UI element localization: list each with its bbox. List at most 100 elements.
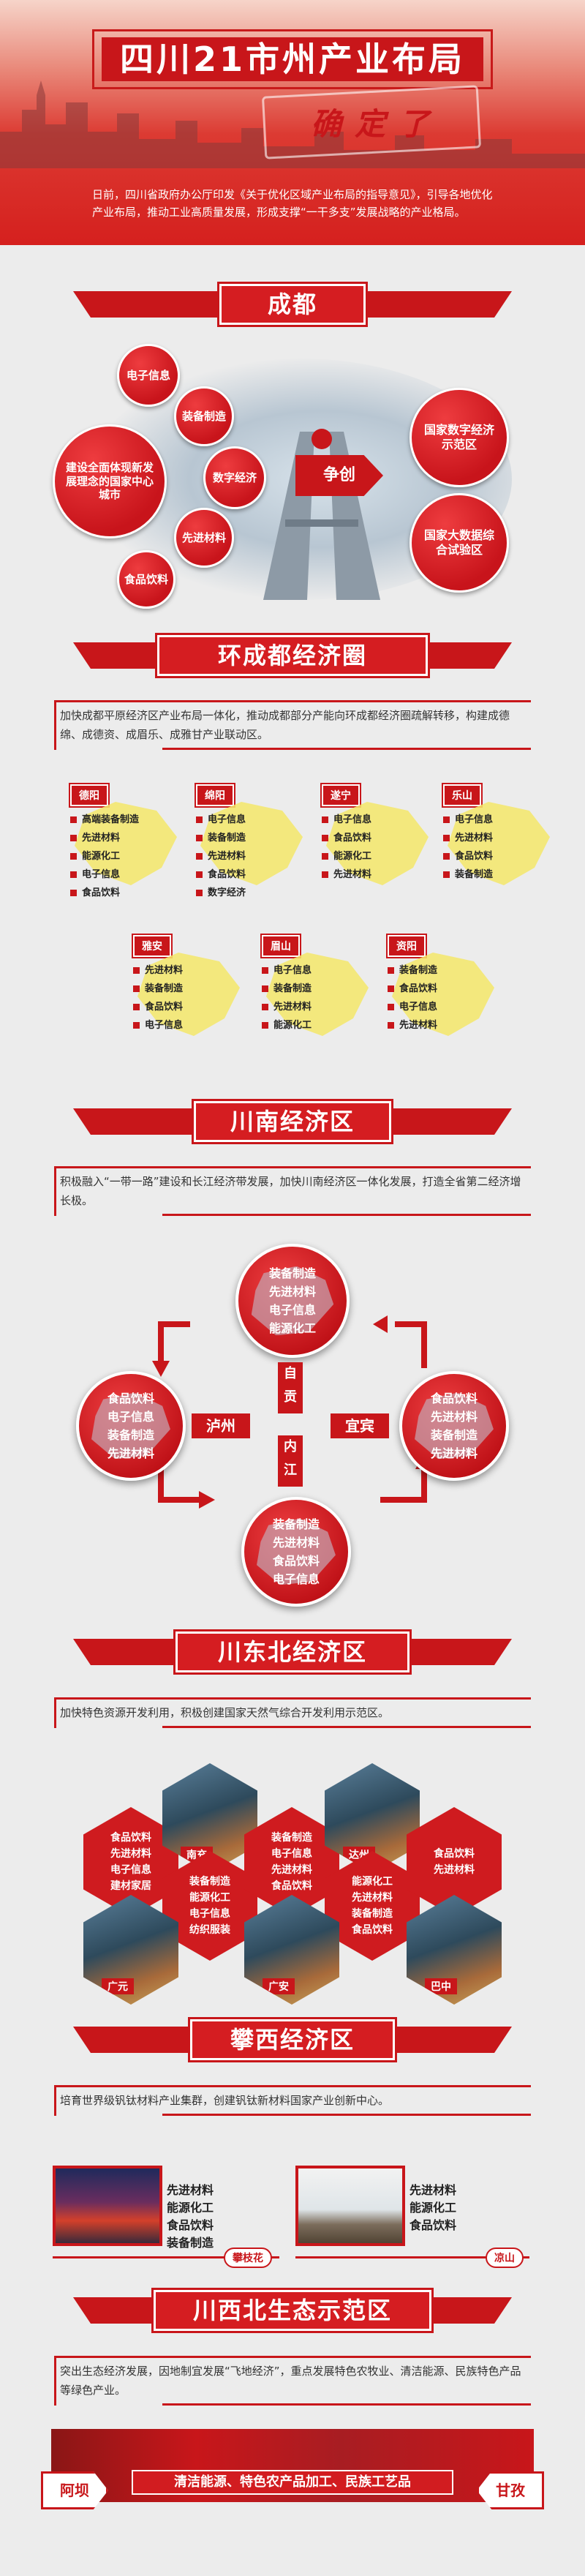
hex-item: 食品饮料 (352, 1924, 393, 1936)
section-banner-chuanxibei: 川西北生态示范区 (73, 2288, 512, 2333)
section-title: 环成都经济圈 (155, 633, 430, 678)
list-item: 电子信息 (443, 811, 553, 829)
section-desc-panxi: 培育世界级钒钛材料产业集群，创建钒钛新材料国家产业创新中心。 (54, 2085, 531, 2116)
list-item: 能源化工 (322, 847, 431, 865)
list-item: 食品饮料 (322, 829, 431, 847)
label-neijiang: 内江 (278, 1435, 303, 1487)
hex-item: 装备制造 (352, 1908, 393, 1920)
blob-item: 电子信息 (268, 1303, 316, 1317)
section-banner-huan-chengdu: 环成都经济圈 (73, 633, 512, 678)
list-item: 食品饮料 (70, 884, 180, 902)
list-item: 装备制造 (443, 865, 553, 884)
hex-photo-bazhong: 巴中 (407, 1895, 502, 2005)
section-banner-chuannan: 川南经济区 (73, 1099, 512, 1144)
products-banner: 清洁能源、特色农产品加工、民族工艺品 (132, 2470, 453, 2495)
circle-advanced-materials: 先进材料 (174, 508, 234, 568)
list-item: 食品饮料 (443, 847, 553, 865)
circle-equipment: 装备制造 (174, 386, 234, 446)
blob-zigong: 装备制造 先进材料 电子信息 能源化工 (235, 1244, 350, 1358)
blob-item: 电子信息 (272, 1572, 320, 1586)
city-tag: 雅安 (132, 934, 173, 958)
blob-item: 先进材料 (268, 1285, 316, 1299)
city-tag: 资阳 (386, 934, 427, 958)
city-card-ziyang: 资阳 装备制造 食品饮料 电子信息 先进材料 (386, 934, 497, 1036)
list-item: 先进材料 (70, 829, 180, 847)
hex-item: 能源化工 (352, 1876, 393, 1888)
page-title: 四川21市州产业布局 (102, 37, 483, 81)
footer (0, 2517, 585, 2576)
arrow-compete: 争创 (295, 455, 383, 496)
list-item: 先进材料 (262, 998, 371, 1016)
section-desc-chuannan: 积极融入“一带一路”建设和长江经济带发展，加快川南经济区一体化发展，打造全省第二… (54, 1166, 531, 1216)
section-desc-huan-chengdu: 加快成都平原经济区产业布局一体化，推动成都部分产能向环成都经济圈疏解转移，构建成… (54, 700, 531, 750)
section-desc-text: 积极融入“一带一路”建设和长江经济带发展，加快川南经济区一体化发展，打造全省第二… (60, 1175, 521, 1207)
section-banner-chuandongbei: 川东北经济区 (73, 1629, 512, 1675)
blob-item: 装备制造 (268, 1266, 316, 1280)
list-item: 电子信息 (388, 998, 497, 1016)
blob-item: 食品饮料 (272, 1554, 320, 1568)
circle-digital-demo-zone: 国家数字经济示范区 (410, 388, 509, 487)
list-item: 先进材料 (167, 2183, 214, 2197)
section-desc-text: 培育世界级钒钛材料产业集群，创建钒钛新材料国家产业创新中心。 (60, 2094, 390, 2107)
city-tag: 遂宁 (320, 783, 361, 808)
products-strip: 清洁能源、特色农产品加工、民族工艺品 (51, 2429, 534, 2502)
city-card-deyang: 德阳 高端装备制造 先进材料 能源化工 电子信息 食品饮料 (69, 783, 180, 902)
list-item: 食品饮料 (167, 2218, 214, 2232)
blob-item: 先进材料 (430, 1446, 478, 1460)
city-tag: 绵阳 (195, 783, 235, 808)
title-box: 四川21市州产业布局 (92, 29, 493, 89)
section-desc-chuanxibei: 突出生态经济发展，因地制宜发展“飞地经济”，重点发展特色农牧业、清洁能源、民族特… (54, 2356, 531, 2406)
hex-item: 建材家居 (110, 1880, 151, 1892)
hex-item: 先进材料 (110, 1848, 151, 1860)
section-desc-text: 加快特色资源开发利用，积极创建国家天然气综合开发利用示范区。 (60, 1706, 390, 1719)
hex-item: 食品饮料 (110, 1832, 151, 1844)
list-item: 先进材料 (133, 961, 243, 980)
section-banner-panxi: 攀西经济区 (73, 2017, 512, 2062)
hex-item: 装备制造 (271, 1832, 312, 1844)
list-item: 装备制造 (133, 980, 243, 998)
list-panzhihua: 先进材料 能源化工 食品饮料 装备制造 (167, 2182, 214, 2252)
blob-item: 电子信息 (107, 1410, 154, 1424)
label-yibin: 宜宾 (331, 1413, 389, 1438)
hex-item: 食品饮料 (434, 1848, 475, 1860)
list-item: 装备制造 (196, 829, 306, 847)
section-banner-chengdu: 成都 (73, 282, 512, 327)
list-item: 食品饮料 (133, 998, 243, 1016)
hex-item: 先进材料 (434, 1864, 475, 1876)
list-item: 电子信息 (262, 961, 371, 980)
city-label-aba: 阿坝 (41, 2471, 108, 2509)
list-item: 电子信息 (70, 865, 180, 884)
list-item: 电子信息 (133, 1016, 243, 1034)
divider (53, 2256, 279, 2258)
section-desc-chuandongbei: 加快特色资源开发利用，积极创建国家天然气综合开发利用示范区。 (54, 1697, 531, 1728)
list-item: 装备制造 (167, 2236, 214, 2250)
city-card-suining: 遂宁 电子信息 食品饮料 能源化工 先进材料 (320, 783, 431, 885)
blob-neijiang: 装备制造 先进材料 食品饮料 电子信息 (241, 1497, 351, 1607)
photo-panzhihua (53, 2166, 162, 2246)
hex-item: 纺织服装 (189, 1924, 230, 1936)
list-item: 食品饮料 (410, 2218, 457, 2232)
city-card-leshan: 乐山 电子信息 先进材料 食品饮料 装备制造 (442, 783, 553, 885)
hex-item: 装备制造 (189, 1876, 230, 1888)
section-title: 川东北经济区 (173, 1629, 412, 1675)
list-item: 先进材料 (410, 2183, 457, 2197)
blob-item: 装备制造 (107, 1428, 154, 1442)
circle-national-center: 建设全面体现新发展理念的国家中心城市 (53, 424, 167, 538)
city-tag: 乐山 (442, 783, 483, 808)
blob-item: 食品饮料 (430, 1392, 478, 1405)
label-zigong: 自贡 (278, 1362, 303, 1413)
intro-text: 日前，四川省政府办公厅印发《关于优化区域产业布局的指导意见》，引导各地优化产业布… (92, 188, 493, 219)
section-desc-text: 加快成都平原经济区产业布局一体化，推动成都部分产能向环成都经济圈疏解转移，构建成… (60, 709, 510, 741)
blob-item: 先进材料 (430, 1410, 478, 1424)
city-tag: 眉山 (260, 934, 301, 958)
section-title: 攀西经济区 (188, 2017, 397, 2062)
blob-item: 能源化工 (268, 1321, 316, 1335)
blob-item: 先进材料 (107, 1446, 154, 1460)
photo-liangshan (295, 2166, 405, 2246)
section-title: 川西北生态示范区 (151, 2288, 434, 2333)
list-item: 先进材料 (388, 1016, 497, 1034)
circle-bigdata-zone: 国家大数据综合试验区 (410, 493, 509, 593)
stamp-text: 确定了 (310, 106, 442, 142)
header: 四川21市州产业布局 确定了 日前，四川省政府办公厅印发《关于优化区域产业布局的… (0, 0, 585, 245)
hex-item: 食品饮料 (271, 1880, 312, 1892)
